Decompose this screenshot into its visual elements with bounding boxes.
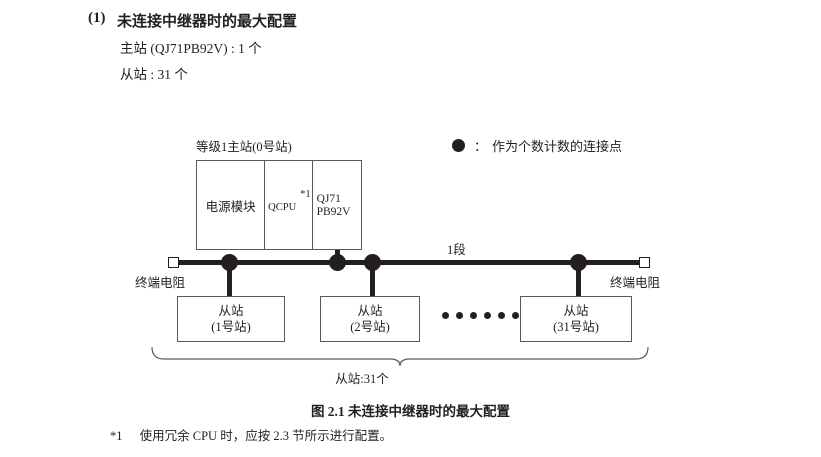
page-title: 未连接中继器时的最大配置 xyxy=(117,14,298,30)
drop-line-slave-31 xyxy=(576,262,581,298)
legend-colon: ： xyxy=(474,139,488,154)
footnote: *1 使用冗余 CPU 时，应按 2.3 节所示进行配置。 xyxy=(110,425,392,444)
master-module-line2: PB92V xyxy=(316,206,351,218)
legend: ： 作为个数计数的连接点 xyxy=(452,136,622,155)
segment-label: 1段 xyxy=(447,243,466,257)
cpu-label: QCPU xyxy=(268,202,297,213)
connection-point-dot-master xyxy=(329,254,346,271)
master-module-cell: QJ71 PB92V xyxy=(313,161,361,249)
ellipsis-dot xyxy=(512,312,519,319)
footnote-mark: *1 xyxy=(110,429,123,443)
power-module-label: 电源模块 xyxy=(205,199,256,214)
slave-box-2-name: 从站 xyxy=(357,304,383,318)
terminator-left-label: 终端电阻 xyxy=(135,276,186,290)
slave-count-brace xyxy=(151,346,649,367)
connection-point-dot-slave-31 xyxy=(570,254,587,271)
slave-box-1-name: 从站 xyxy=(218,304,244,318)
footnote-text: 使用冗余 CPU 时，应按 2.3 节所示进行配置。 xyxy=(139,429,393,443)
ellipsis-dot xyxy=(498,312,505,319)
connection-point-dot-slave-1 xyxy=(221,254,238,271)
drop-line-slave-1 xyxy=(227,262,232,298)
slave-station-box-1: 从站 (1号站) xyxy=(177,296,285,342)
slave-station-box-2: 从站 (2号站) xyxy=(320,296,420,342)
ellipsis-dot xyxy=(456,312,463,319)
drop-line-slave-2 xyxy=(370,262,375,298)
power-module-cell: 电源模块 xyxy=(197,161,266,249)
filled-circle-icon xyxy=(452,139,465,152)
cpu-module-cell: QCPU *1 xyxy=(265,161,313,249)
figure-caption: 图 2.1 未连接中继器时的最大配置 xyxy=(310,404,511,419)
slave-box-31-name: 从站 xyxy=(563,304,589,318)
terminator-right-label: 终端电阻 xyxy=(610,276,661,290)
master-module-line1: QJ71 xyxy=(316,193,341,205)
master-station-caption: 等级1主站(0号站) xyxy=(196,140,292,154)
spec-slave-line: 从站 : 31 个 xyxy=(120,67,188,82)
master-module-label: QJ71 PB92V xyxy=(317,193,351,219)
ellipsis-dot xyxy=(442,312,449,319)
ellipsis-dot xyxy=(484,312,491,319)
terminator-resistor-left-icon xyxy=(168,257,179,268)
ellipsis-dots-icon xyxy=(442,312,519,319)
ellipsis-dot xyxy=(470,312,477,319)
slave-box-31-station: (31号站) xyxy=(553,320,599,334)
connection-point-dot-slave-2 xyxy=(364,254,381,271)
slave-box-1-station: (1号站) xyxy=(211,320,251,334)
terminator-resistor-right-icon xyxy=(639,257,650,268)
legend-label: 作为个数计数的连接点 xyxy=(492,139,623,154)
brace-label: 从站:31个 xyxy=(335,372,389,386)
bus-line xyxy=(176,260,644,265)
slave-station-box-31: 从站 (31号站) xyxy=(520,296,632,342)
cpu-footnote-marker: *1 xyxy=(300,189,311,200)
master-rack: 电源模块 QCPU *1 QJ71 PB92V xyxy=(196,160,362,250)
spec-master-line: 主站 (QJ71PB92V) : 1 个 xyxy=(120,41,262,56)
slave-box-2-station: (2号站) xyxy=(350,320,390,334)
heading-number: (1) xyxy=(88,10,106,26)
